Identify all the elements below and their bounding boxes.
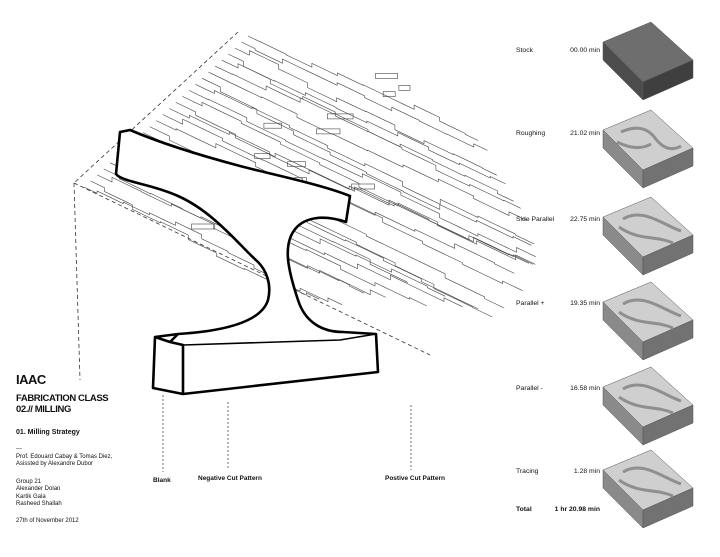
label-blank: Blank	[153, 477, 171, 484]
cut-island	[375, 73, 398, 79]
total-label: Total	[516, 506, 532, 513]
contour-line	[247, 35, 479, 141]
stage-name: Stock	[516, 47, 533, 54]
stage-time: 19.35 min	[570, 300, 600, 307]
stage-name: Parallel -	[516, 385, 543, 392]
contour-line	[90, 180, 343, 305]
milling-stage-renders	[602, 21, 694, 529]
cut-island	[326, 113, 354, 120]
stage-render-smooth	[602, 281, 694, 361]
contour-line	[208, 71, 527, 221]
slab-outline	[73, 31, 431, 381]
milled-surface-relief	[616, 126, 682, 151]
stage-name: Side Parallel	[516, 216, 555, 223]
professors: Prof. Edouard Cabay & Tomas Diez,	[16, 453, 113, 460]
stage-time: 1.28 min	[573, 468, 600, 475]
label-leaders	[162, 395, 412, 472]
contour-line	[241, 41, 488, 151]
course-line-2: 02.// MILLING	[16, 404, 71, 415]
stage-render-smooth	[602, 196, 694, 276]
date: 27th of November 2012	[16, 517, 79, 524]
stage-time: 22.75 min	[570, 216, 600, 223]
label-positive-cut: Postive Cut Pattern	[385, 475, 445, 482]
block-right-face	[642, 234, 694, 276]
stage-time: 00.00 min	[570, 47, 600, 54]
stage-name: Tracing	[516, 468, 539, 475]
cut-island	[191, 223, 216, 230]
course-title: FABRICATION CLASS 02.// MILLING	[16, 393, 166, 415]
assistant: Asissted by Alexandre Dubor	[16, 461, 94, 467]
cut-island	[287, 161, 306, 167]
separator: ---	[16, 446, 22, 452]
contour-line	[169, 108, 529, 264]
block-right-face	[642, 319, 694, 361]
stage-name: Parallel +	[516, 300, 545, 307]
group-number: Group 21	[16, 478, 42, 485]
stage-time: 21.02 min	[570, 130, 600, 137]
milled-surface-relief	[618, 298, 682, 330]
contour-line	[228, 53, 506, 185]
member-name: Rasheed Shallah	[16, 501, 62, 507]
strategy-title: 01. Milling Strategy	[16, 429, 80, 436]
total-time: 1 hr 20.98 min	[554, 506, 600, 513]
block-right-face	[642, 404, 694, 446]
course-line-1: FABRICATION CLASS	[16, 393, 109, 404]
block-right-face	[642, 147, 694, 189]
cut-island	[351, 183, 375, 190]
milled-surface-relief	[618, 383, 682, 415]
stage-name: Roughing	[516, 130, 546, 137]
member-name: Alexander Dolan	[16, 486, 61, 492]
milled-surface-relief	[618, 213, 682, 245]
contour-line	[188, 90, 536, 257]
cut-island	[316, 128, 341, 135]
stage-render-rough	[602, 109, 694, 189]
milled-surface-relief	[618, 466, 682, 498]
stage-render-smooth	[602, 449, 694, 529]
contour-line	[234, 47, 497, 176]
contour-line	[182, 96, 536, 265]
contour-line	[195, 84, 535, 245]
s-shaped-part	[114, 128, 380, 396]
block-right-face	[642, 59, 694, 101]
stage-time: 16.58 min	[570, 385, 600, 392]
cut-island	[263, 122, 282, 129]
cut-island	[254, 153, 271, 159]
project-info: IAAC FABRICATION CLASS 02.// MILLING 01.…	[16, 372, 166, 524]
cut-island	[398, 85, 411, 91]
contour-line	[201, 78, 532, 246]
label-negative-cut: Negative Cut Pattern	[198, 475, 262, 482]
org-title: IAAC	[16, 372, 46, 387]
block-right-face	[642, 487, 694, 529]
stage-render-smooth	[602, 366, 694, 446]
cut-island	[382, 91, 396, 97]
stage-render-stock	[602, 21, 694, 101]
contour-line	[215, 65, 521, 209]
member-name: Kartik Gala	[16, 493, 46, 500]
